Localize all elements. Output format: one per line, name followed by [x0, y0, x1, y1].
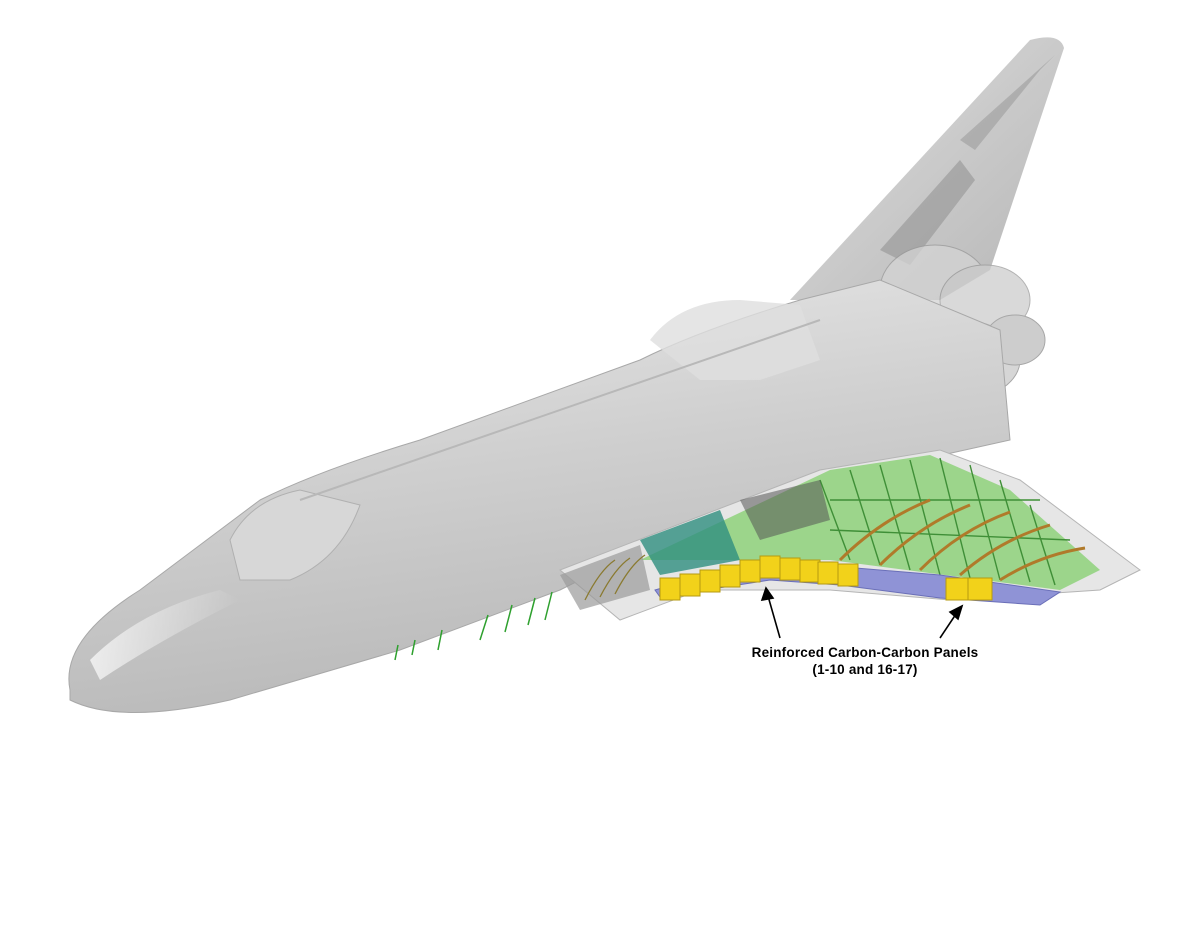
callout-line-2: (1-10 and 16-17) [812, 662, 918, 677]
rcc-panel [799, 559, 821, 583]
vertical-stabilizer [790, 37, 1064, 300]
arrow-to-panels-1-10 [767, 595, 781, 639]
rcc-panel [817, 561, 839, 585]
rcc-panels-1-10 [659, 555, 859, 601]
arrow-to-panels-16-17 [939, 613, 957, 639]
rcc-panel [759, 555, 781, 579]
rcc-callout-label: Reinforced Carbon-Carbon Panels (1-10 an… [700, 644, 1030, 678]
orbiter-fuselage [68, 279, 1011, 713]
rcc-panel [679, 573, 701, 597]
rcc-panel [779, 557, 801, 581]
rcc-panel [837, 563, 859, 587]
rcc-panel [699, 569, 721, 593]
rcc-panel [719, 564, 741, 588]
rcc-panel [739, 559, 761, 583]
rcc-panel [659, 577, 681, 601]
callout-arrows [760, 586, 964, 639]
callout-line-1: Reinforced Carbon-Carbon Panels [751, 645, 979, 660]
rcc-panels-16-17 [945, 577, 993, 601]
